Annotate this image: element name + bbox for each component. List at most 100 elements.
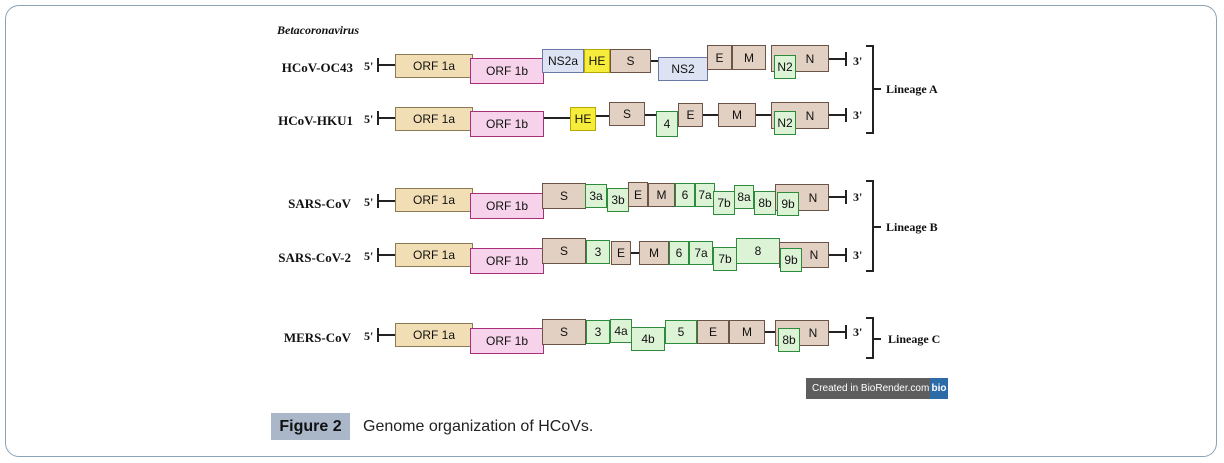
gene-5: 5 <box>665 320 697 344</box>
gene-s: S <box>610 49 651 73</box>
gene-orf1a: ORF 1a <box>395 243 473 267</box>
gene-n-label: N <box>805 108 815 123</box>
five-prime-label: 5' <box>364 112 374 126</box>
genome-line <box>645 114 657 116</box>
three-prime-label: 3' <box>853 248 863 262</box>
figure-caption: Genome organization of HCoVs. <box>363 418 594 435</box>
five-prime-label: 5' <box>364 329 374 343</box>
genus-label: Betacoronavirus <box>277 23 360 37</box>
gene-orf1b: ORF 1b <box>470 193 544 219</box>
genome-line <box>651 60 659 62</box>
gene-4: 4 <box>656 111 678 137</box>
gene-4b: 4b <box>631 327 665 351</box>
biorender-logo-icon: bio <box>930 378 948 399</box>
gene-7b: 7b <box>713 191 735 215</box>
lineage-c-bracket-stub <box>873 338 881 340</box>
figure-label: Figure 2 <box>271 413 350 440</box>
genome-line <box>377 64 397 66</box>
gene-m: M <box>648 183 675 207</box>
gene-3: 3 <box>586 240 610 264</box>
gene-orf1a: ORF 1a <box>395 54 473 78</box>
genome-line <box>703 114 719 116</box>
watermark-text: Created in BioRender.com <box>806 378 930 399</box>
gene-n2: N2 <box>774 55 796 79</box>
gene-7b: 7b <box>713 247 737 271</box>
gene-orf1b: ORF 1b <box>470 328 544 354</box>
virus-name: MERS-CoV <box>283 330 351 345</box>
gene-orf1b: ORF 1b <box>470 111 544 137</box>
gene-e: E <box>628 182 648 207</box>
gene-orf1a: ORF 1a <box>395 323 473 347</box>
genome-line <box>631 252 640 254</box>
genome-line <box>829 114 847 116</box>
lineage-a-bracket-stub <box>873 88 881 90</box>
gene-he: HE <box>570 107 596 131</box>
lineage-c-label: Lineage C <box>888 332 941 346</box>
virus-name: SARS-CoV-2 <box>278 250 351 265</box>
genome-line <box>829 331 847 333</box>
gene-orf1b: ORF 1b <box>470 248 544 274</box>
three-prime-label: 3' <box>853 190 863 204</box>
virus-name: SARS-CoV <box>288 196 351 211</box>
gene-3a: 3a <box>585 184 607 208</box>
lineage-a-label: Lineage A <box>886 82 938 96</box>
gene-e: E <box>707 45 732 70</box>
gene-n-label: N <box>808 190 818 205</box>
gene-n2: N2 <box>774 111 796 135</box>
gene-s: S <box>609 102 645 126</box>
gene-8a: 8a <box>734 185 754 209</box>
gene-3: 3 <box>586 320 610 344</box>
gene-n-label: N <box>809 248 819 262</box>
gene-3b: 3b <box>607 188 629 212</box>
gene-n-label: N <box>805 51 815 66</box>
three-prime-tick <box>845 190 847 204</box>
gene-6: 6 <box>675 183 695 207</box>
biorender-watermark: Created in BioRender.com bio <box>806 378 948 399</box>
three-prime-label: 3' <box>853 54 863 68</box>
lineage-b-label: Lineage B <box>886 220 938 234</box>
gene-n-label: N <box>808 326 818 340</box>
gene-s: S <box>542 319 586 345</box>
gene-e: E <box>697 320 729 344</box>
lineage-b-bracket-stub <box>873 226 881 228</box>
genome-line <box>756 114 772 116</box>
gene-m: M <box>718 103 756 127</box>
gene-e: E <box>678 103 703 127</box>
gene-orf1b: ORF 1b <box>470 58 544 84</box>
five-prime-label: 5' <box>364 195 374 209</box>
gene-orf1a: ORF 1a <box>395 188 473 212</box>
gene-9b: 9b <box>777 192 799 216</box>
gene-s: S <box>542 183 586 209</box>
gene-m: M <box>729 320 765 344</box>
genome-line <box>829 58 847 60</box>
gene-e: E <box>611 241 631 265</box>
genome-line <box>377 117 397 119</box>
figure-frame <box>5 5 1217 457</box>
three-prime-tick <box>845 248 847 262</box>
five-prime-label: 5' <box>364 59 374 73</box>
three-prime-tick <box>845 325 847 339</box>
gene-ns2: NS2 <box>658 57 708 81</box>
genome-line <box>829 254 847 256</box>
genome-line <box>829 196 847 198</box>
gene-8b: 8b <box>754 191 776 215</box>
gene-7a: 7a <box>689 241 713 265</box>
gene-6: 6 <box>669 241 689 265</box>
gene-4a: 4a <box>610 319 632 343</box>
genome-line <box>377 200 397 202</box>
genome-line <box>377 254 397 256</box>
genome-line <box>377 334 397 336</box>
three-prime-tick <box>845 108 847 122</box>
genome-line <box>596 115 610 117</box>
gene-ns2a: NS2a <box>542 49 584 73</box>
gene-he: HE <box>584 49 610 73</box>
gene-m: M <box>639 241 669 265</box>
three-prime-label: 3' <box>853 325 863 339</box>
genome-line <box>765 331 777 333</box>
gene-s: S <box>542 238 586 264</box>
three-prime-tick <box>845 52 847 66</box>
gene-9b: 9b <box>780 248 802 272</box>
five-prime-label: 5' <box>364 249 374 263</box>
virus-name: HCoV-OC43 <box>281 60 353 75</box>
gene-orf1a: ORF 1a <box>395 107 473 131</box>
